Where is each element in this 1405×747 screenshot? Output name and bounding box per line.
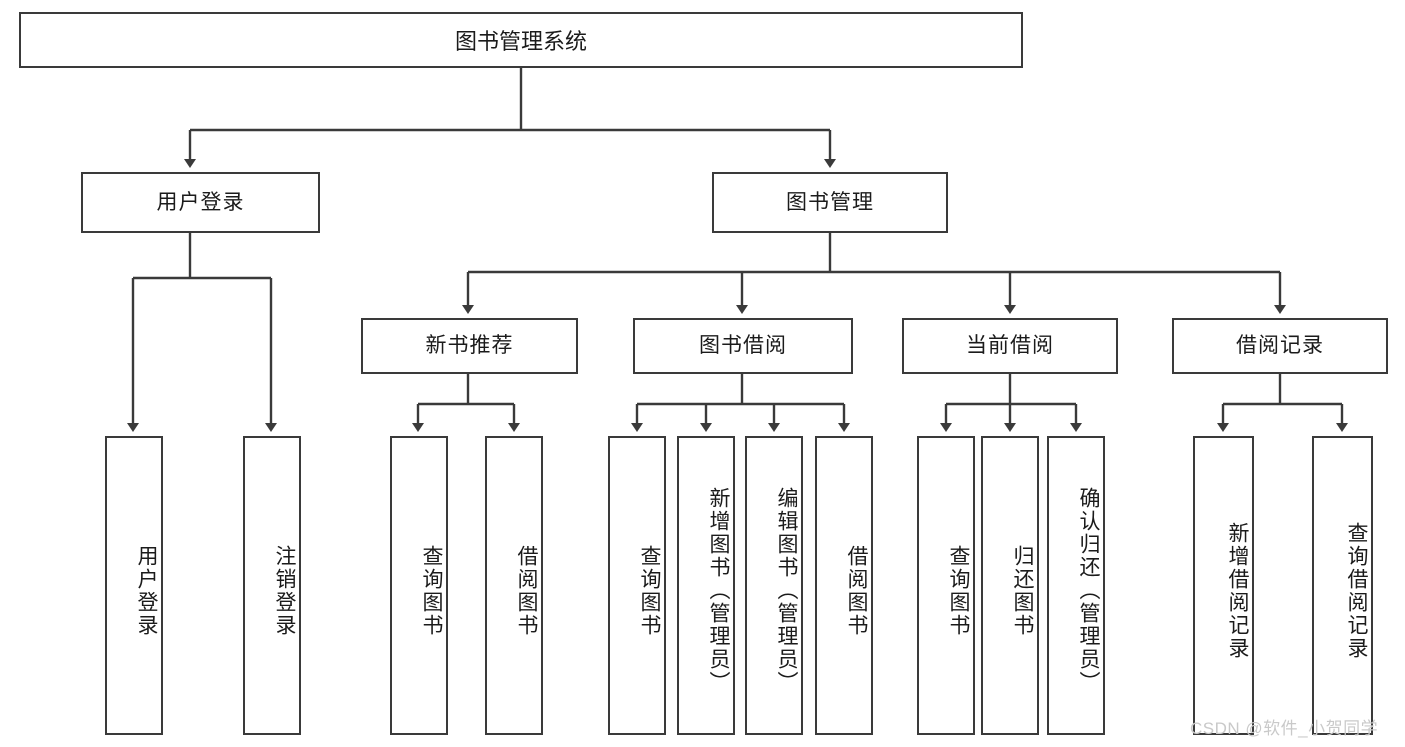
leaf-borrow-query: 查询图书	[608, 436, 666, 735]
leaf-newbook-borrow-label: 借阅图书	[515, 544, 538, 637]
leaf-current-confirm-return: 确认归还（管理员）	[1047, 436, 1105, 735]
node-current-borrow: 当前借阅	[902, 318, 1118, 374]
leaf-borrow-query-label: 查询图书	[638, 544, 661, 637]
node-book-borrow-label: 图书借阅	[699, 334, 787, 358]
leaf-record-add-label: 新增借阅记录	[1226, 521, 1249, 660]
leaf-record-add: 新增借阅记录	[1193, 436, 1254, 735]
node-new-book-recommend: 新书推荐	[361, 318, 578, 374]
node-user-login-label: 用户登录	[156, 190, 245, 214]
node-root-label: 图书管理系统	[454, 29, 587, 54]
leaf-record-query: 查询借阅记录	[1312, 436, 1373, 735]
node-root: 图书管理系统	[19, 12, 1023, 68]
leaf-user-login-label: 用户登录	[135, 544, 158, 637]
leaf-borrow-add: 新增图书（管理员）	[677, 436, 735, 735]
leaf-borrow-edit: 编辑图书（管理员）	[745, 436, 803, 735]
leaf-current-query: 查询图书	[917, 436, 975, 735]
node-book-management: 图书管理	[712, 172, 948, 233]
node-borrow-record-label: 借阅记录	[1236, 334, 1324, 358]
node-book-management-label: 图书管理	[786, 190, 874, 214]
watermark-csdn: CSDN @软件_小贺同学	[1190, 719, 1379, 738]
node-current-borrow-label: 当前借阅	[966, 334, 1054, 358]
leaf-borrow-edit-label: 编辑图书（管理员）	[775, 487, 798, 694]
leaf-record-query-label: 查询借阅记录	[1345, 521, 1368, 660]
leaf-borrow-lend-label: 借阅图书	[845, 544, 868, 637]
leaf-newbook-query: 查询图书	[390, 436, 448, 735]
leaf-current-return: 归还图书	[981, 436, 1039, 735]
leaf-current-confirm-return-label: 确认归还（管理员）	[1077, 487, 1100, 694]
node-user-login: 用户登录	[81, 172, 320, 233]
leaf-user-logout: 注销登录	[243, 436, 301, 735]
leaf-borrow-add-label: 新增图书（管理员）	[707, 487, 730, 694]
leaf-user-logout-label: 注销登录	[273, 544, 296, 637]
leaf-current-query-label: 查询图书	[947, 544, 970, 637]
node-book-borrow: 图书借阅	[633, 318, 853, 374]
leaf-newbook-query-label: 查询图书	[420, 544, 443, 637]
leaf-current-return-label: 归还图书	[1011, 544, 1034, 637]
leaf-user-login: 用户登录	[105, 436, 163, 735]
node-new-book-recommend-label: 新书推荐	[425, 334, 514, 358]
node-borrow-record: 借阅记录	[1172, 318, 1388, 374]
leaf-newbook-borrow: 借阅图书	[485, 436, 543, 735]
leaf-borrow-lend: 借阅图书	[815, 436, 873, 735]
